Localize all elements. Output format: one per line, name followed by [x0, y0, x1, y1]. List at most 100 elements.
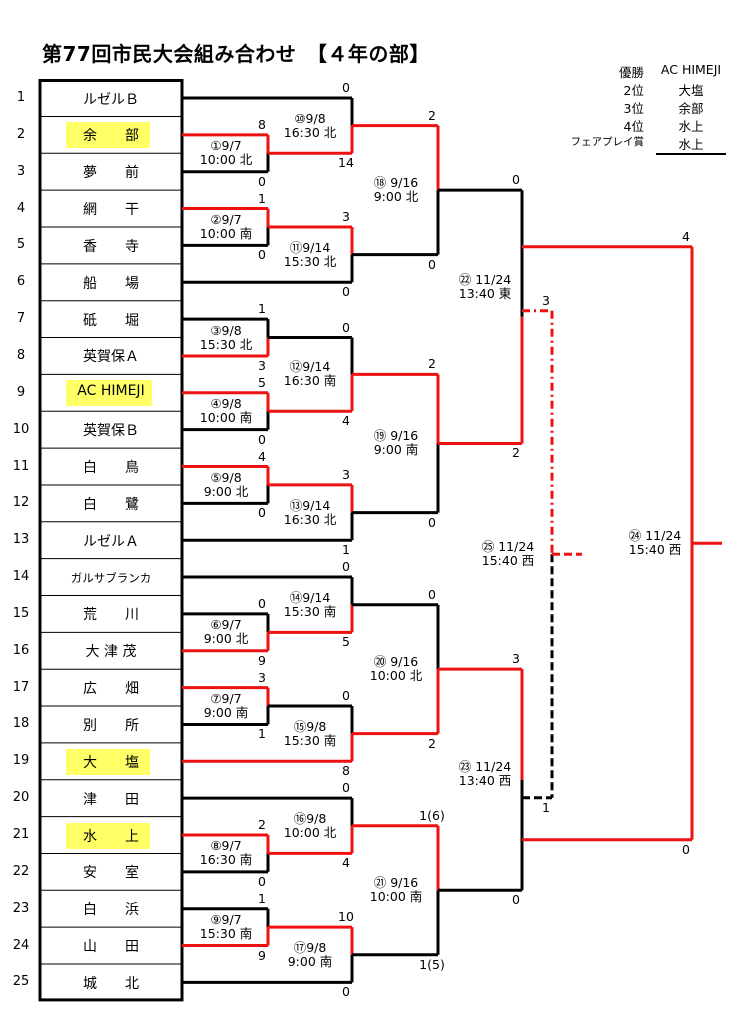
match-label: ㉓ 11/24 13:40 西 — [458, 758, 512, 788]
score-top: 0 — [342, 559, 350, 575]
team-slot: AC HIMEJI — [40, 375, 182, 410]
score-top: 0 — [258, 595, 266, 611]
match-label: ①9/7 10:00 北 — [199, 138, 253, 168]
team-name: 英賀保Ｂ — [83, 423, 139, 440]
ranking-position: 2位 — [623, 83, 644, 98]
score-bottom: 14 — [338, 155, 354, 171]
team-slot: 船 場 — [40, 265, 182, 300]
ranking-row-champion: 優勝 AC HIMEJI — [552, 62, 742, 80]
score-bottom: 1 — [542, 799, 550, 815]
ranking-row-fourth: 4位 水上 — [552, 116, 742, 134]
team-name: 大 塩 — [83, 754, 139, 771]
team-slot: 別 所 — [40, 707, 182, 742]
score-bottom: 4 — [342, 855, 350, 871]
match-label: ⑨9/7 15:30 南 — [199, 912, 253, 942]
score-bottom: 9 — [258, 652, 266, 668]
ranking-team: AC HIMEJI — [660, 62, 722, 77]
seed-number: 8 — [16, 347, 26, 363]
score-bottom: 5 — [342, 634, 350, 650]
seed-number: 25 — [12, 974, 30, 990]
score-bottom: 0 — [258, 173, 266, 189]
team-slot: 砥 堀 — [40, 302, 182, 337]
match-label: ⑭9/14 15:30 南 — [283, 589, 337, 619]
score-top: 0 — [342, 688, 350, 704]
ranking-team: 水上 — [656, 134, 726, 155]
team-slot: 英賀保Ａ — [40, 338, 182, 373]
seed-number: 5 — [16, 237, 26, 253]
score-top: 1 — [258, 301, 266, 317]
seed-number: 20 — [12, 790, 30, 806]
ranking-position: 優勝 — [618, 65, 644, 80]
team-name: 安 室 — [83, 865, 139, 882]
seed-number: 3 — [16, 163, 26, 179]
score-top: 8 — [258, 116, 266, 132]
seed-number: 16 — [12, 642, 30, 658]
match-label: ㉕ 11/24 15:40 西 — [481, 539, 535, 569]
score-top: 10 — [338, 909, 354, 925]
team-slot: ルゼルＡ — [40, 523, 182, 558]
advancing-highlight — [66, 748, 150, 775]
team-slot: 山 田 — [40, 928, 182, 963]
seed-number: 7 — [16, 311, 26, 327]
match-label: ㉔ 11/24 15:40 西 — [628, 528, 682, 558]
ranking-position: 3位 — [623, 101, 644, 116]
score-top: 3 — [542, 292, 550, 308]
team-name: ガルサブランカ — [70, 570, 152, 585]
match-label: ⑦9/7 9:00 南 — [203, 691, 249, 721]
team-name: 白 鷺 — [83, 496, 139, 513]
team-name: 白 浜 — [83, 902, 139, 919]
score-top: 1 — [258, 190, 266, 206]
score-top: 2 — [428, 356, 436, 372]
match-label: ⑱ 9/16 9:00 北 — [373, 175, 419, 205]
score-top: 4 — [258, 448, 266, 464]
seed-number: 24 — [12, 937, 30, 953]
score-bottom: 4 — [342, 413, 350, 429]
seed-number: 21 — [12, 827, 30, 842]
team-slot: 香 寺 — [40, 228, 182, 263]
score-bottom: 1 — [258, 726, 266, 742]
score-top: 0 — [512, 172, 520, 188]
rankings-table: 優勝 AC HIMEJI 2位 大塩 3位 余部 4位 水上 フェアプレイ賞 水… — [552, 62, 742, 155]
team-name: 大 津 茂 — [85, 644, 137, 661]
match-label: ⑮9/8 15:30 南 — [283, 718, 337, 748]
score-top: 3 — [258, 669, 266, 685]
team-slot: ルゼルＢ — [40, 81, 182, 116]
match-label: ⑤9/8 9:00 北 — [203, 469, 249, 499]
seed-number: 6 — [16, 274, 26, 290]
team-name: 夢 前 — [83, 165, 139, 182]
team-name: 砥 堀 — [83, 312, 139, 329]
score-bottom: 0 — [512, 892, 520, 908]
ranking-position: 4位 — [623, 119, 644, 134]
score-top: 2 — [258, 817, 266, 832]
score-top: 4 — [682, 228, 690, 244]
team-name: 荒 川 — [83, 607, 139, 624]
match-label: ⑰9/8 9:00 南 — [287, 939, 333, 969]
score-bottom: 0 — [428, 256, 436, 272]
team-name: 網 干 — [83, 202, 139, 219]
seed-number: 10 — [12, 421, 30, 437]
team-slot: 水 上 — [40, 818, 182, 853]
seed-number: 13 — [12, 532, 30, 548]
team-slot: 夢 前 — [40, 154, 182, 189]
match-label: ⑥9/7 9:00 北 — [203, 617, 249, 647]
team-name: 山 田 — [83, 939, 139, 956]
ranking-row-fairplay: フェアプレイ賞 水上 — [552, 134, 742, 155]
ranking-team: 大塩 — [678, 83, 704, 98]
seed-number: 4 — [16, 200, 26, 216]
seed-number: 9 — [16, 384, 26, 400]
seed-number: 22 — [12, 863, 30, 879]
match-label: ⑯9/8 10:00 北 — [283, 810, 337, 840]
seed-number: 1 — [16, 90, 26, 105]
ranking-position: フェアプレイ賞 — [570, 136, 645, 148]
seed-number: 18 — [12, 716, 30, 732]
advancing-highlight — [66, 122, 150, 149]
score-bottom: 2 — [512, 445, 520, 461]
team-slot: 白 鷺 — [40, 486, 182, 521]
team-slot: 城 北 — [40, 965, 182, 1000]
match-label: ⑩9/8 16:30 北 — [283, 110, 337, 140]
match-label: ⑪9/14 15:30 北 — [283, 239, 337, 269]
advancing-highlight — [66, 822, 150, 849]
score-bottom: 9 — [258, 947, 266, 963]
